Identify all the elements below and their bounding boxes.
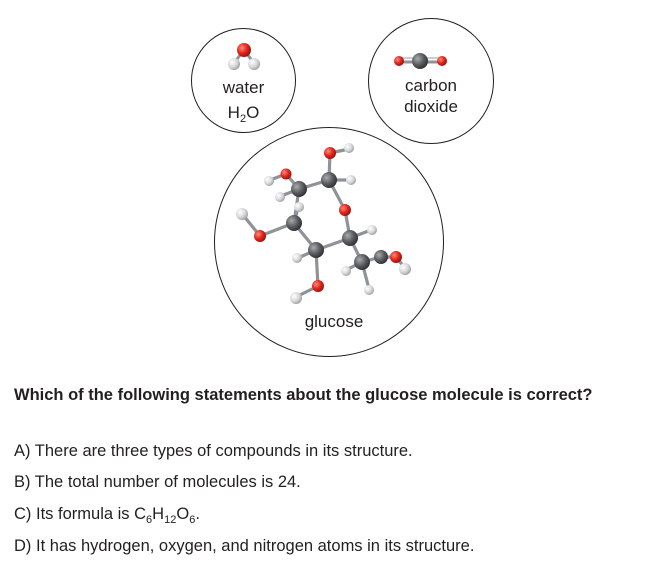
hydrogen-atom [341,266,351,276]
option-a[interactable]: A) There are three types of compounds in… [14,442,413,461]
water-name: water [222,78,265,97]
option-text: Its formula is C6H12O6. [36,505,200,526]
oxygen-atom [280,168,292,180]
water-formula: H2O [227,103,260,125]
option-text: The total number of molecules is 24. [34,473,301,491]
hydrogen-atom [399,263,411,275]
hydrogen-atom [275,192,285,202]
water-label: water H2O [201,77,286,125]
hydrogen-atom [228,58,240,70]
carbon-dioxide-circle [368,18,494,144]
hydrogen-atom [248,58,260,70]
option-letter: A) [14,442,31,460]
glucose-atoms [236,143,411,304]
water-molecule-model [228,43,260,70]
carbon-dioxide-line1: carbon [405,76,457,95]
glucose-molecule-model [241,147,407,299]
option-d[interactable]: D) It has hydrogen, oxygen, and nitrogen… [14,537,474,556]
option-text: It has hydrogen, oxygen, and nitrogen at… [36,537,475,555]
hydrogen-atom [290,292,302,304]
hydrogen-atom [292,253,302,263]
glucose-circle [214,127,444,357]
oxygen-atom [339,204,351,216]
option-b[interactable]: B) The total number of molecules is 24. [14,473,301,492]
question-text: Which of the following statements about … [14,386,593,404]
carbon-atom [354,254,370,270]
hydrogen-atom [294,202,304,212]
carbon-atom [286,215,302,231]
hydrogen-atom [367,225,377,235]
carbon-atom [321,172,337,188]
glucose-label: glucose [304,312,364,331]
hydrogen-atom [364,285,374,295]
oxygen-atom [237,43,251,57]
hydrogen-atom [236,208,248,220]
carbon-dioxide-label: carbon dioxide [383,75,479,117]
water-circle [191,28,296,133]
carbon-atom [412,53,428,69]
hydrogen-atom [346,175,356,185]
option-letter: B) [14,473,31,491]
oxygen-atom [390,251,402,263]
option-letter: C) [14,505,32,523]
hydrogen-atom [344,143,354,153]
carbon-atom [374,250,388,264]
carbon-dioxide-molecule-model [394,53,447,69]
hydrogen-atom [264,176,274,186]
oxygen-atom [437,56,447,66]
carbon-atom [342,230,358,246]
oxygen-atom [254,230,266,242]
carbon-atom [308,242,324,258]
oxygen-atom [394,56,404,66]
option-c[interactable]: C) Its formula is C6H12O6. [14,505,200,526]
option-letter: D) [14,537,32,555]
carbon-dioxide-line2: dioxide [404,97,458,116]
option-text: There are three types of compounds in it… [34,442,413,460]
oxygen-atom [324,147,336,159]
carbon-atom [291,181,307,197]
oxygen-atom [312,280,324,292]
